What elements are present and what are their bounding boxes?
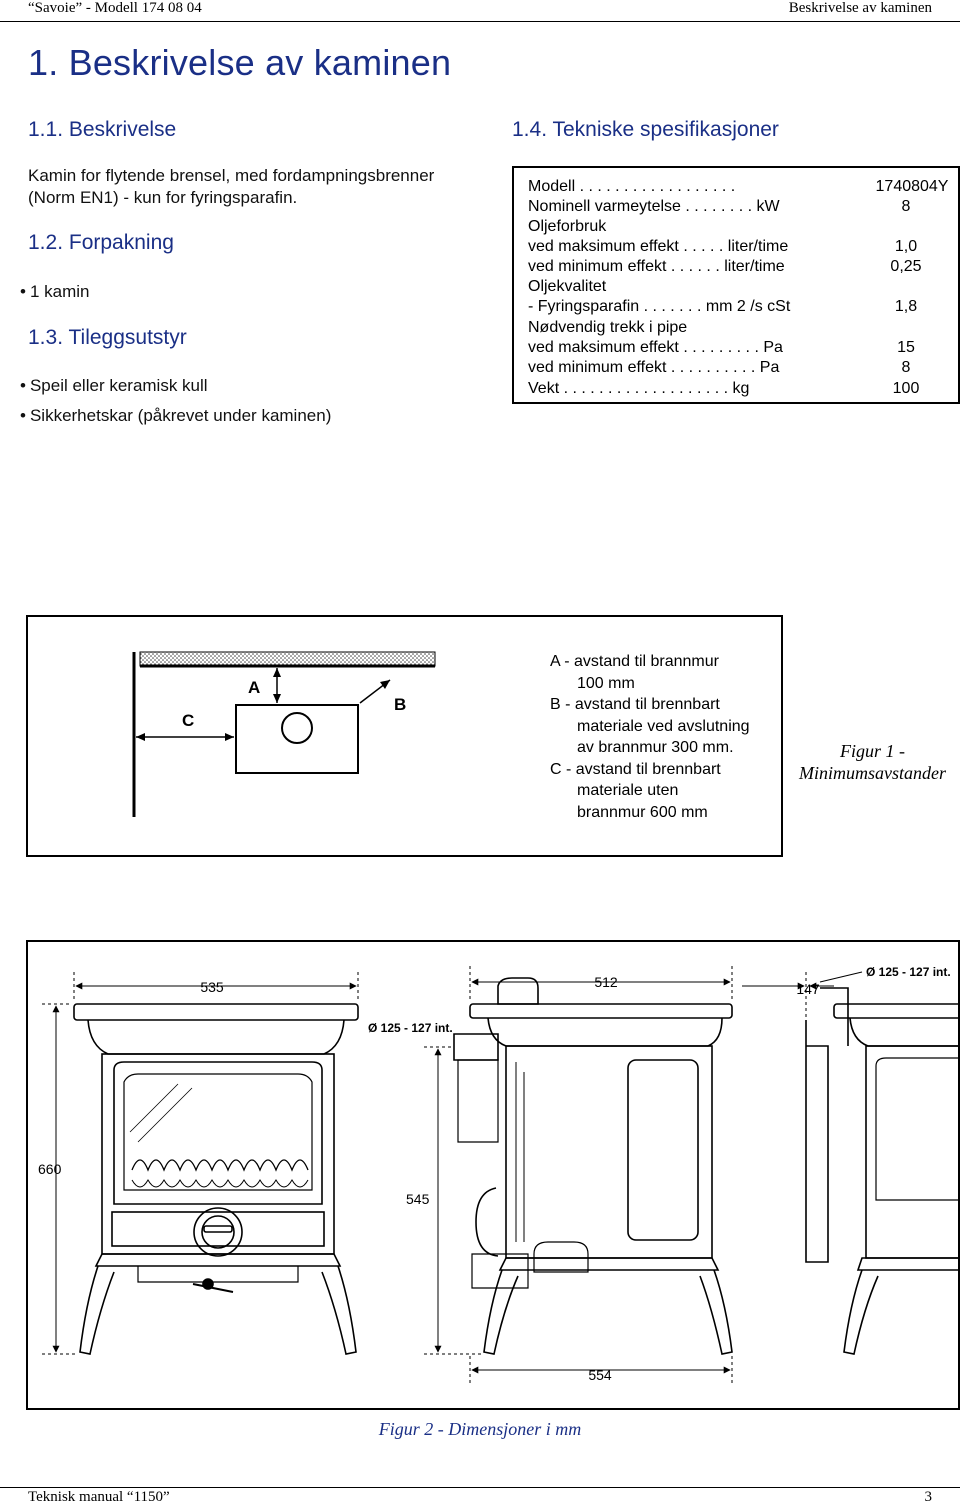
dim-flue-height: 545 (406, 1191, 430, 1207)
back-wall (139, 651, 436, 667)
spec-value: 1,8 (894, 298, 918, 315)
front-view (73, 1003, 359, 1355)
packaging-item: 1 kamin (20, 281, 90, 303)
page-number: 3 (924, 1489, 933, 1505)
spec-value: 8 (901, 198, 911, 215)
header-left: “Savoie” - Modell 174 08 04 (28, 0, 202, 16)
dim-base: 554 (588, 1367, 612, 1383)
spec-label: ved maksimum effekt . . . . . . . . . Pa (528, 339, 783, 356)
legend-line: materiale ved avslutning (577, 717, 750, 735)
spec-label: ved maksimum effekt . . . . . liter/time (528, 238, 789, 255)
page-title: 1. Beskrivelse av kaminen (28, 42, 452, 83)
figure1-caption-line: Figur 1 - (840, 741, 905, 761)
legend-line: 100 mm (577, 674, 635, 692)
spec-label: - Fyringsparafin . . . . . . . mm 2 /s c… (528, 298, 791, 315)
figure-minimum-distances: A B C (26, 615, 783, 857)
page-footer: Teknisk manual “1150” 3 (0, 1487, 960, 1505)
spec-label: Vekt . . . . . . . . . . . . . . . . . .… (528, 380, 750, 397)
dim-flue-diameter-top: Ø 125 - 127 int. (866, 965, 951, 979)
legend-line: C - avstand til brennbart (550, 760, 721, 778)
label-a: A (248, 678, 260, 697)
heading-description: 1.1. Beskrivelse (28, 118, 177, 141)
dimensions-drawing: 535 512 147 Ø 125 - 127 int. Ø 125 - 127… (38, 965, 960, 1386)
dim-depth: 512 (594, 974, 618, 990)
page-header: “Savoie” - Modell 174 08 04 Beskrivelse … (0, 0, 960, 22)
dim-flue-diameter-back: Ø 125 - 127 int. (368, 1021, 453, 1035)
dim-height: 660 (38, 1161, 62, 1177)
figure1-caption-line: Minimumsavstander (799, 763, 946, 783)
accessory-item: Speil eller keramisk kull (20, 375, 208, 397)
legend-line: A - avstand til brannmur (550, 653, 719, 670)
spec-value: 1,0 (894, 238, 918, 255)
label-c: C (182, 711, 194, 730)
label-b: B (394, 695, 406, 714)
legend-line: B - avstand til brennbart (550, 696, 720, 713)
accessory-item: Sikkerhetskar (påkrevet under kaminen) (20, 405, 331, 427)
dim-width: 535 (200, 979, 224, 995)
spec-label: ved minimum effekt . . . . . . liter/tim… (528, 258, 785, 275)
description-line-2: (Norm EN1) - kun for fyringsparafin. (28, 188, 298, 207)
legend-line: brannmur 600 mm (577, 803, 708, 821)
footer-left: Teknisk manual “1150” (28, 1489, 170, 1505)
spec-label: Nominell varmeytelse . . . . . . . . kW (528, 198, 780, 215)
spec-value: 15 (897, 339, 915, 356)
side-view (453, 977, 733, 1355)
spec-label: ved minimum effekt . . . . . . . . . . P… (528, 359, 780, 376)
clearance-diagram: A B C (132, 651, 436, 817)
flue-circle (281, 712, 313, 744)
figure1-legend: A - avstand til brannmur 100 mm B - avst… (550, 651, 750, 823)
legend-line: av brannmur 300 mm. (577, 739, 734, 756)
header-right: Beskrivelse av kaminen (788, 0, 932, 16)
spec-label: Oljeforbruk (528, 218, 607, 235)
figure1-caption: Figur 1 - Minimumsavstander (785, 740, 960, 784)
spec-label: Modell . . . . . . . . . . . . . . . . .… (528, 178, 736, 195)
legend-line: materiale uten (577, 782, 679, 799)
spec-label: Oljekvalitet (528, 278, 607, 295)
figure2-caption: Figur 2 - Dimensjoner i mm (378, 1419, 582, 1439)
spec-value: 8 (901, 359, 911, 376)
spec-value: 100 (892, 380, 920, 397)
description-line-1: Kamin for flytende brensel, med fordampn… (28, 166, 435, 185)
figure-dimensions: 535 512 147 Ø 125 - 127 int. Ø 125 - 127… (26, 940, 960, 1410)
heading-tech-specs: 1.4. Tekniske spesifikasjoner (512, 118, 779, 141)
rear-view (805, 987, 960, 1355)
spec-value: 1740804Y (875, 178, 949, 195)
spec-value: 0,25 (890, 258, 922, 275)
spec-label: Nødvendig trekk i pipe (528, 319, 688, 336)
heading-accessories: 1.3. Tileggsutstyr (28, 326, 187, 349)
heading-packaging: 1.2. Forpakning (28, 231, 174, 254)
spec-table: Modell . . . . . . . . . . . . . . . . .… (512, 166, 960, 404)
dim-flue-offset: 147 (796, 981, 820, 997)
